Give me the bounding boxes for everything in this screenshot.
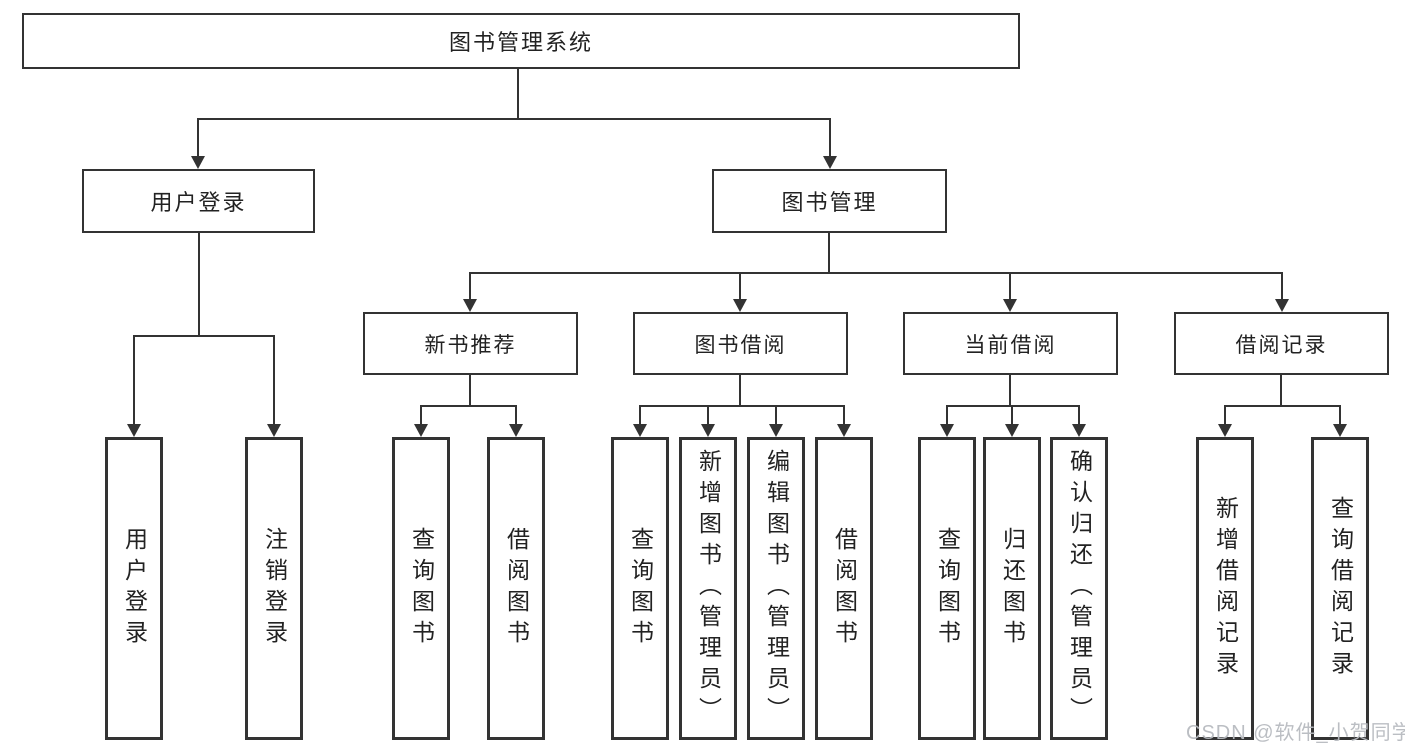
line [469,272,1283,274]
arrowhead-down [267,424,281,437]
leaf-recommend-borrow-books-label: 借阅图书 [503,526,530,651]
leaf-edit-books-admin-label: 编辑图书（管理员） [763,449,790,728]
arrowhead-down [633,424,647,437]
line [707,405,709,426]
line [469,375,471,407]
line [639,405,641,426]
line [517,69,519,120]
leaf-add-books-admin: 新增图书（管理员） [679,437,737,740]
leaf-logout-label: 注销登录 [261,526,288,651]
arrowhead-down [1072,424,1086,437]
line [1224,405,1341,407]
line [946,405,1080,407]
line [273,335,275,426]
node-book-management-label: 图书管理 [781,190,878,215]
node-borrow-records-label: 借阅记录 [1235,333,1328,357]
arrowhead-down [1275,299,1289,312]
leaf-current-query-books-label: 查询图书 [934,526,961,651]
leaf-add-borrow-record-label: 新增借阅记录 [1212,495,1239,682]
node-book-borrow-label: 图书借阅 [694,333,787,357]
node-root-system-label: 图书管理系统 [448,30,593,55]
arrowhead-down [940,424,954,437]
leaf-query-borrow-record: 查询借阅记录 [1311,437,1369,740]
line [829,118,831,158]
line [739,272,741,301]
arrowhead-down [769,424,783,437]
node-current-borrow: 当前借阅 [903,312,1118,375]
leaf-add-books-admin-label: 新增图书（管理员） [695,449,722,728]
arrowhead-down [191,156,205,169]
leaf-borrow-books: 借阅图书 [815,437,873,740]
line [1224,405,1226,426]
line [946,405,948,426]
leaf-current-query-books: 查询图书 [918,437,976,740]
node-book-management: 图书管理 [712,169,947,233]
node-user-login-label: 用户登录 [150,190,247,215]
line [469,272,471,301]
arrowhead-down [1003,299,1017,312]
line [420,405,422,426]
leaf-recommend-query-books-label: 查询图书 [408,526,435,651]
leaf-recommend-borrow-books: 借阅图书 [487,437,545,740]
node-borrow-records: 借阅记录 [1174,312,1389,375]
line [133,335,275,337]
arrowhead-down [1333,424,1347,437]
node-user-login: 用户登录 [82,169,315,233]
arrowhead-down [823,156,837,169]
leaf-return-books-label: 归还图书 [999,526,1026,651]
leaf-return-books: 归还图书 [983,437,1041,740]
arrowhead-down [733,299,747,312]
leaf-query-borrow-record-label: 查询借阅记录 [1327,495,1354,682]
line [198,233,200,337]
line [1009,375,1011,407]
leaf-recommend-query-books: 查询图书 [392,437,450,740]
arrowhead-down [1005,424,1019,437]
leaf-borrow-query-books-label: 查询图书 [627,526,654,651]
node-book-borrow: 图书借阅 [633,312,848,375]
line [1078,405,1080,426]
leaf-confirm-return-admin: 确认归还（管理员） [1050,437,1108,740]
line [515,405,517,426]
leaf-logout: 注销登录 [245,437,303,740]
node-new-book-recommend-label: 新书推荐 [424,333,517,357]
arrowhead-down [837,424,851,437]
line [1339,405,1341,426]
line [133,335,135,426]
arrowhead-down [1218,424,1232,437]
arrowhead-down [463,299,477,312]
leaf-user-login-label: 用户登录 [121,526,148,651]
node-root-system: 图书管理系统 [22,13,1020,69]
arrowhead-down [509,424,523,437]
node-current-borrow-label: 当前借阅 [964,333,1057,357]
leaf-add-borrow-record: 新增借阅记录 [1196,437,1254,740]
line [775,405,777,426]
line [828,233,830,274]
leaf-edit-books-admin: 编辑图书（管理员） [747,437,805,740]
line [1281,272,1283,301]
arrowhead-down [414,424,428,437]
csdn-watermark: CSDN @软件_小贺同学 [1186,722,1405,744]
arrowhead-down [127,424,141,437]
leaf-borrow-query-books: 查询图书 [611,437,669,740]
node-new-book-recommend: 新书推荐 [363,312,578,375]
line [639,405,845,407]
leaf-user-login: 用户登录 [105,437,163,740]
leaf-borrow-books-label: 借阅图书 [831,526,858,651]
line [1011,405,1013,426]
line [739,375,741,407]
line [1280,375,1282,407]
arrowhead-down [701,424,715,437]
line [1009,272,1011,301]
line [197,118,199,158]
line [420,405,517,407]
line [197,118,831,120]
line [843,405,845,426]
leaf-confirm-return-admin-label: 确认归还（管理员） [1066,449,1093,728]
